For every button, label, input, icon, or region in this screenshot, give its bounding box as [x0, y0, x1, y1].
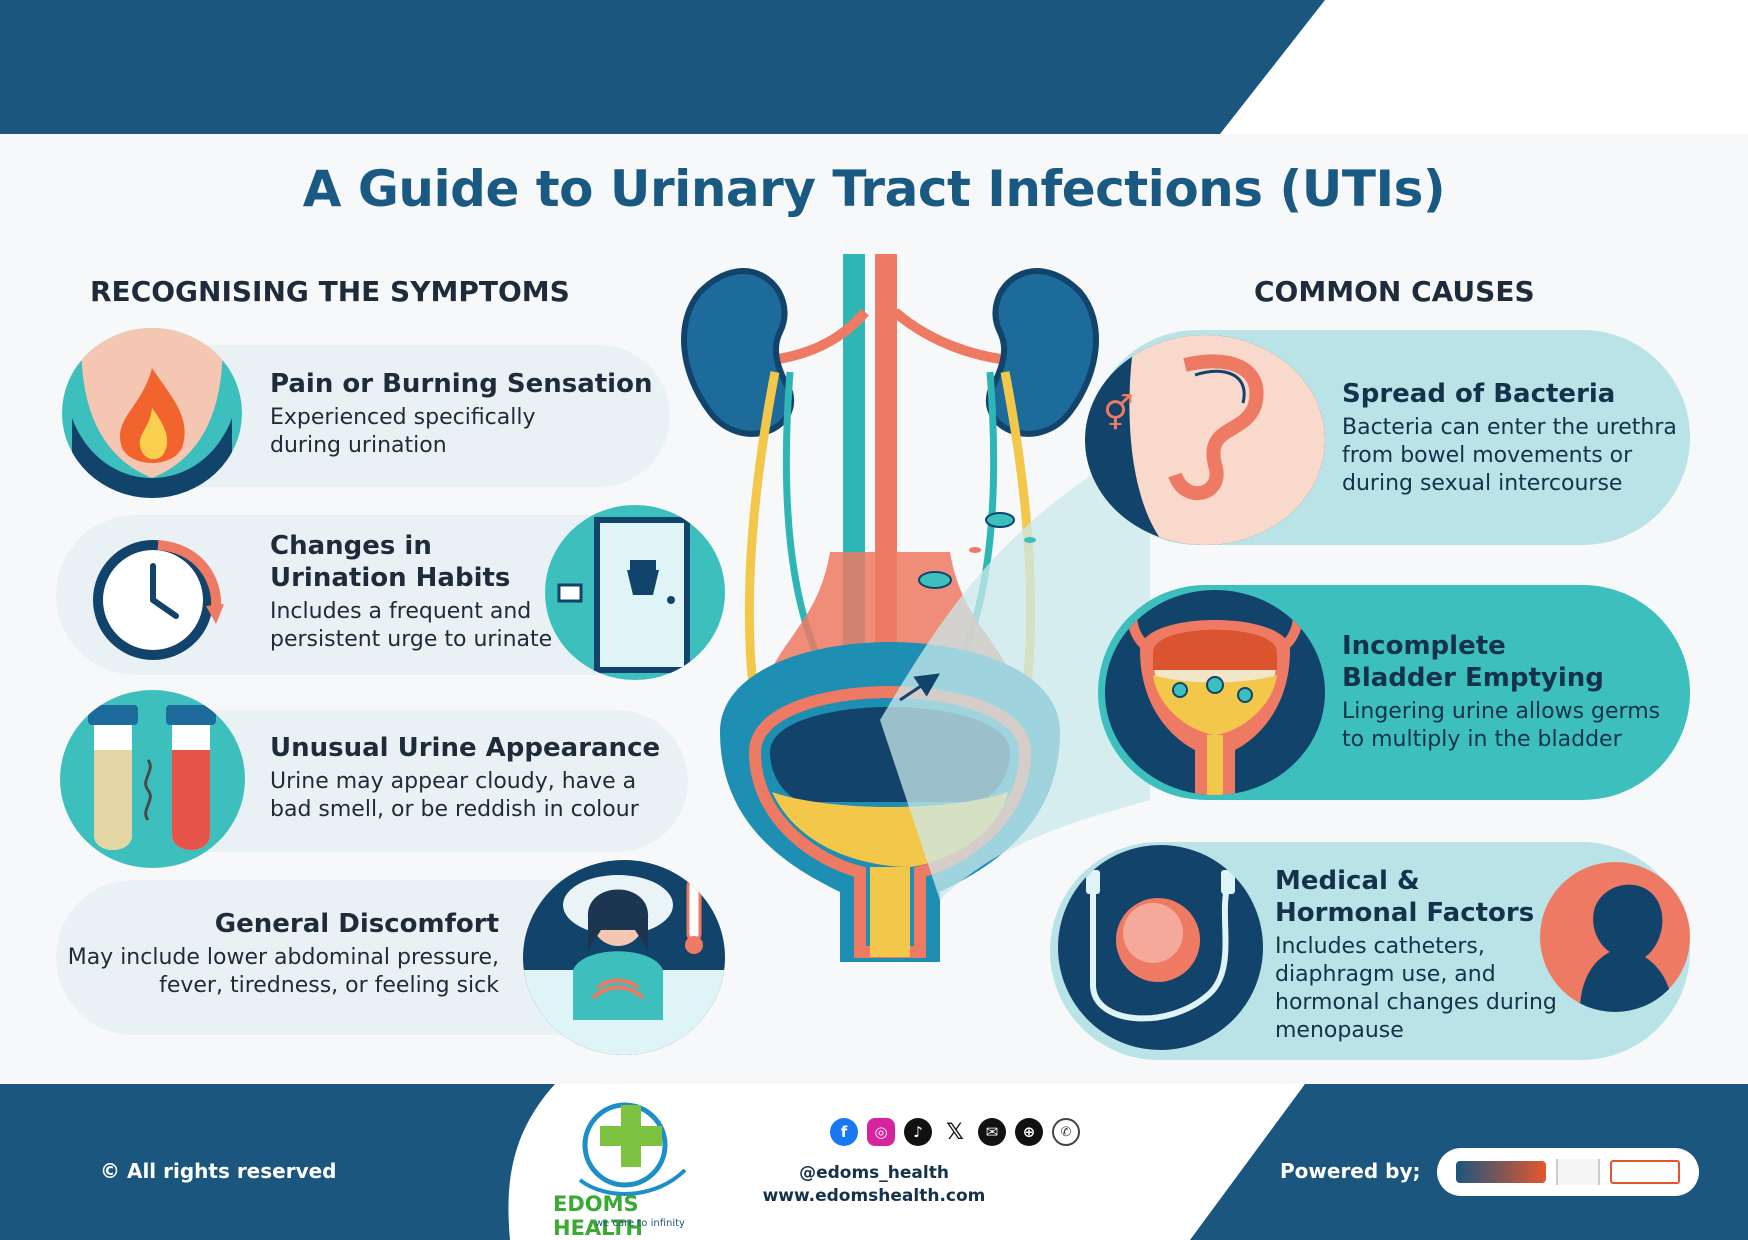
instagram-icon[interactable]: ◎: [867, 1118, 895, 1146]
svg-text:⚥: ⚥: [1103, 393, 1134, 434]
toilet-door-icon: [545, 505, 725, 680]
burning-pelvis-icon: [62, 328, 242, 498]
social-handle[interactable]: @edoms_health: [799, 1163, 949, 1183]
top-banner: [0, 0, 1325, 134]
bacteria-icon: [918, 512, 1036, 589]
cause-desc-line: diaphragm use, and: [1275, 962, 1496, 987]
cause-desc-line: Lingering urine allows germs: [1342, 699, 1661, 724]
symptom-title: Unusual Urine Appearance: [270, 733, 661, 763]
clock-icon: [88, 528, 228, 668]
cause-desc-line: during sexual intercourse: [1342, 471, 1623, 496]
brand-name: EDOMS HEALTH: [553, 1192, 643, 1240]
powered-by-label: Powered by;: [1280, 1159, 1421, 1183]
symptom-text-habits: Changes in Urination Habits Includes a f…: [270, 530, 552, 654]
cause-text-bladder: Incomplete Bladder Emptying Lingering ur…: [1342, 630, 1660, 754]
symptom-desc-line: during urination: [270, 433, 447, 458]
cause-title-line: Hormonal Factors: [1275, 898, 1535, 928]
causes-heading: COMMON CAUSES: [1254, 275, 1535, 308]
cause-title-line: Bladder Emptying: [1342, 663, 1604, 693]
web-icon[interactable]: ⊕: [1015, 1118, 1043, 1146]
cause-desc-line: Bacteria can enter the urethra: [1342, 415, 1677, 440]
cause-desc-line: hormonal changes during: [1275, 990, 1557, 1015]
symptom-desc-line: May include lower abdominal pressure,: [67, 945, 499, 970]
symptoms-heading: RECOGNISING THE SYMPTOMS: [90, 275, 570, 308]
copyright-text: © All rights reserved: [100, 1159, 337, 1183]
website-link[interactable]: www.edomshealth.com: [762, 1186, 986, 1206]
cause-desc-line: menopause: [1275, 1018, 1404, 1043]
sponsor-logos: [1437, 1148, 1699, 1196]
symptom-desc-line: Urine may appear cloudy, have a: [270, 769, 637, 794]
cause-title-line: Incomplete: [1342, 631, 1506, 661]
brand-tagline: we care to infinity: [595, 1218, 685, 1229]
facebook-icon[interactable]: f: [830, 1118, 858, 1146]
symptom-title: General Discomfort: [214, 909, 499, 939]
cause-text-medical: Medical & Hormonal Factors Includes cath…: [1275, 865, 1557, 1045]
edoms-logo-mark: [578, 1102, 687, 1196]
cause-desc-line: to multiply in the bladder: [1342, 727, 1622, 752]
symptom-text-urine: Unusual Urine Appearance Urine may appea…: [270, 732, 660, 824]
tiktok-icon[interactable]: ♪: [904, 1118, 932, 1146]
symptom-desc-line: Includes a frequent and: [270, 599, 532, 624]
symptom-desc-line: bad smell, or be reddish in colour: [270, 797, 639, 822]
social-icons: f ◎ ♪ 𝕏 ✉ ⊕ ✆: [830, 1118, 1080, 1146]
whatsapp-icon[interactable]: ✆: [1052, 1118, 1080, 1146]
symptom-desc-line: fever, tiredness, or feeling sick: [159, 973, 499, 998]
cause-text-bacteria: Spread of Bacteria Bacteria can enter th…: [1342, 378, 1677, 498]
left-kidney: [681, 268, 795, 437]
urine-test-tubes-icon: [60, 690, 245, 868]
bladder-germs-icon: [1105, 590, 1325, 795]
symptom-desc-line: Experienced specifically: [270, 405, 536, 430]
symptom-title-line: Changes in: [270, 531, 432, 561]
symptom-text-discomfort: General Discomfort May include lower abd…: [68, 908, 499, 1000]
causes-connector: [880, 440, 1150, 900]
page-title: A Guide to Urinary Tract Infections (UTI…: [302, 160, 1446, 218]
sick-person-thermometer-icon: [523, 860, 725, 1055]
symptom-title: Pain or Burning Sensation: [270, 369, 653, 399]
symptom-text-pain: Pain or Burning Sensation Experienced sp…: [270, 368, 652, 460]
woman-profile-icon: [1540, 862, 1690, 1012]
cause-desc-line: Includes catheters,: [1275, 934, 1485, 959]
symptom-desc-line: persistent urge to urinate: [270, 627, 553, 652]
brand-logo: EDOMS HEALTH we care to infinity: [545, 1090, 735, 1240]
cause-title-line: Medical &: [1275, 866, 1420, 896]
sponsor-logo-3: [1610, 1160, 1680, 1184]
sponsor-logo-1: [1456, 1161, 1546, 1183]
sponsor-logo-2: [1556, 1159, 1600, 1185]
email-icon[interactable]: ✉: [978, 1118, 1006, 1146]
cause-desc-line: from bowel movements or: [1342, 443, 1633, 468]
cause-title: Spread of Bacteria: [1342, 379, 1616, 409]
bowel-anatomy-icon: ⚥: [1085, 335, 1325, 545]
catheter-diaphragm-icon: [1058, 845, 1263, 1050]
x-icon[interactable]: 𝕏: [941, 1118, 969, 1146]
symptom-title-line: Urination Habits: [270, 563, 511, 593]
